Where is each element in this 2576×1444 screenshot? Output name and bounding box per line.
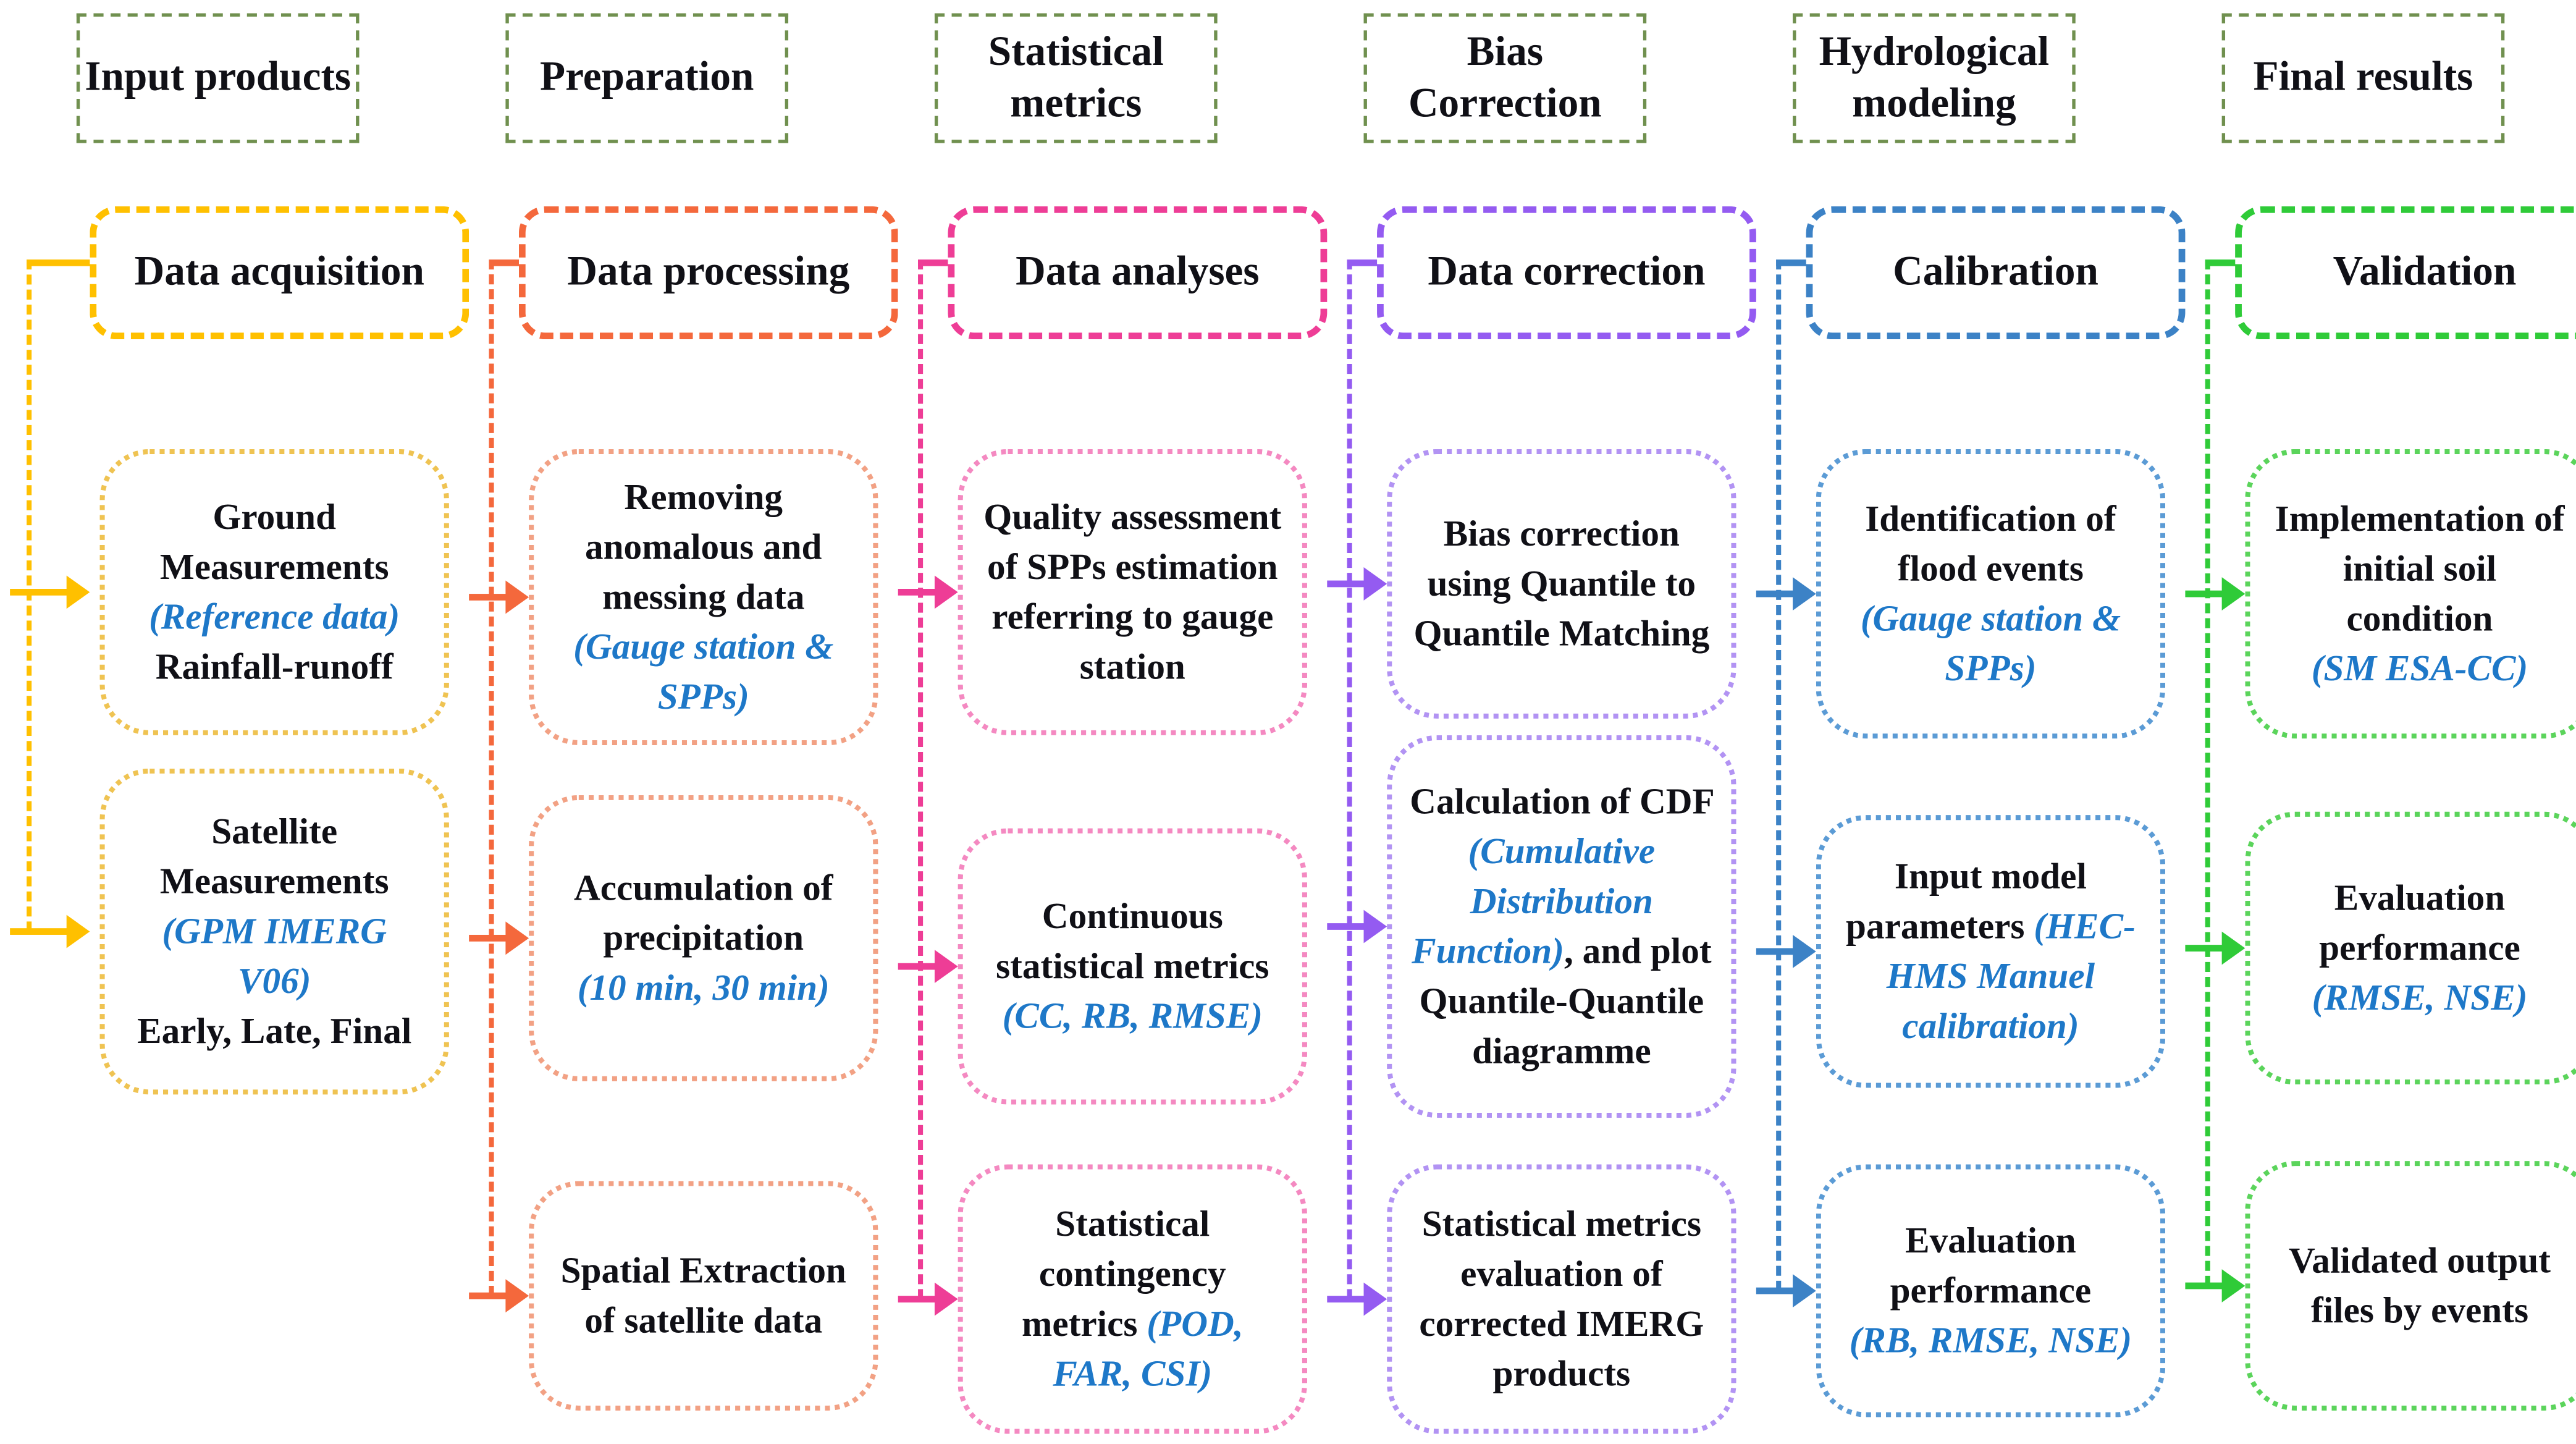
column-header: Statistical metrics [934,13,1218,143]
box-text: Evaluation performance (RMSE, NSE) [2312,877,2528,1018]
box-cdf-calculation: Calculation of CDF (Cumulative Distribut… [1387,735,1736,1118]
box-ground-measurements: Ground Measurements (Reference data) Rai… [99,449,449,735]
box-input-model-parameters: Input model parameters (HEC-HMS Manuel c… [1816,815,2166,1088]
box-text: Removing anomalous and messing data (Gau… [573,476,843,717]
connector-arrow-icon [1327,1282,1387,1316]
connector-arrow-icon [2185,1269,2246,1303]
box-corrected-imerg-evaluation: Statistical metrics evaluation of correc… [1387,1164,1736,1434]
connector-arrow-icon [1327,910,1387,944]
connector-arrow-icon [10,575,90,609]
box-text: Ground Measurements (Reference data) Rai… [149,496,400,687]
box-text: Continuous statistical metrics (CC, RB, … [996,895,1269,1037]
box-spatial-extraction: Spatial Extraction of satellite data [529,1181,878,1411]
box-flood-events-identification: Identification of flood events (Gauge st… [1816,449,2166,739]
connector-line [27,259,32,932]
column-header: Final results [2221,13,2505,143]
box-text: Spatial Extraction of satellite data [560,1249,856,1341]
column-bias-correction: Bias Correction Data correction Bias cor… [1287,0,1756,1444]
box-text: Quality assessment of SPPs estimation re… [983,496,1291,687]
box-text: Bias correction using Quantile to Quanti… [1413,512,1710,654]
connector-arrow-icon [1756,934,1816,968]
box-accumulation-precipitation: Accumulation of precipitation (10 min, 3… [529,795,878,1081]
connector-elbow [1347,259,1381,266]
connector-arrow-icon [1327,567,1387,601]
box-text: Implementation of initial soil condition… [2275,497,2565,689]
box-text: Calculation of CDF (Cumulative Distribut… [1410,780,1723,1071]
stage-box-validation: Validation [2235,206,2576,340]
connector-elbow [1776,259,1810,266]
connector-arrow-icon [2185,577,2246,611]
column-hydrological-modeling: Hydrological modeling Calibration Identi… [1716,0,2186,1444]
column-header: Bias Correction [1363,13,1647,143]
connector-line [489,259,494,1296]
box-text: Input model parameters (HEC-HMS Manuel c… [1846,855,2136,1047]
box-text: Evaluation performance (RB, RMSE, NSE) [1849,1219,2132,1361]
connector-line [1347,259,1352,1299]
column-preparation: Preparation Data processing Removing ano… [429,0,898,1444]
connector-line [1776,259,1782,1291]
column-header: Hydrological modeling [1793,13,2076,143]
connector-arrow-icon [10,914,90,948]
stage-box-data-acquisition: Data acquisition [90,206,469,340]
connector-line [2205,259,2210,1286]
column-input-products: Input products Data acquisition Ground M… [0,0,469,1444]
box-text: Statistical contingency metrics (POD, FA… [1022,1202,1253,1394]
box-evaluation-performance-calibration: Evaluation performance (RB, RMSE, NSE) [1816,1164,2166,1417]
box-text: Validated output files by events [2288,1239,2560,1331]
column-header: Input products [76,13,360,143]
stage-box-data-analyses: Data analyses [948,206,1328,340]
column-statistical-metrics: Statistical metrics Data analyses Qualit… [858,0,1328,1444]
column-final-results: Final results Validation Implementation … [2145,0,2576,1444]
box-statistical-contingency-metrics: Statistical contingency metrics (POD, FA… [958,1164,1307,1434]
box-text: Satellite Measurements (GPM IMERG V06) E… [137,810,412,1052]
box-removing-anomalous-data: Removing anomalous and messing data (Gau… [529,449,878,746]
connector-arrow-icon [898,1282,958,1316]
connector-arrow-icon [898,575,958,609]
box-validated-output-files: Validated output files by events [2245,1161,2576,1411]
box-initial-soil-condition: Implementation of initial soil condition… [2245,449,2576,739]
box-text: Statistical metrics evaluation of correc… [1419,1202,1714,1394]
connector-elbow [27,259,93,266]
connector-line [918,259,924,1299]
connector-arrow-icon [2185,931,2246,965]
box-satellite-measurements: Satellite Measurements (GPM IMERG V06) E… [99,768,449,1095]
box-evaluation-performance-validation: Evaluation performance (RMSE, NSE) [2245,811,2576,1085]
box-quantile-matching-correction: Bias correction using Quantile to Quanti… [1387,449,1736,719]
connector-arrow-icon [1756,1274,1816,1307]
box-text: Identification of flood events (Gauge st… [1860,497,2130,689]
box-text: Accumulation of precipitation (10 min, 3… [573,866,833,1008]
box-quality-assessment: Quality assessment of SPPs estimation re… [958,449,1307,735]
connector-arrow-icon [469,1279,529,1313]
connector-arrow-icon [469,921,529,955]
connector-arrow-icon [898,950,958,984]
stage-box-data-correction: Data correction [1377,206,1756,340]
connector-elbow [918,259,951,266]
column-header: Preparation [505,13,789,143]
connector-elbow [2205,259,2239,266]
stage-box-data-processing: Data processing [518,206,898,340]
stage-box-calibration: Calibration [1806,206,2186,340]
connector-arrow-icon [1756,577,1816,611]
connector-arrow-icon [469,580,529,614]
box-continuous-statistical-metrics: Continuous statistical metrics (CC, RB, … [958,828,1307,1105]
connector-elbow [489,259,523,266]
